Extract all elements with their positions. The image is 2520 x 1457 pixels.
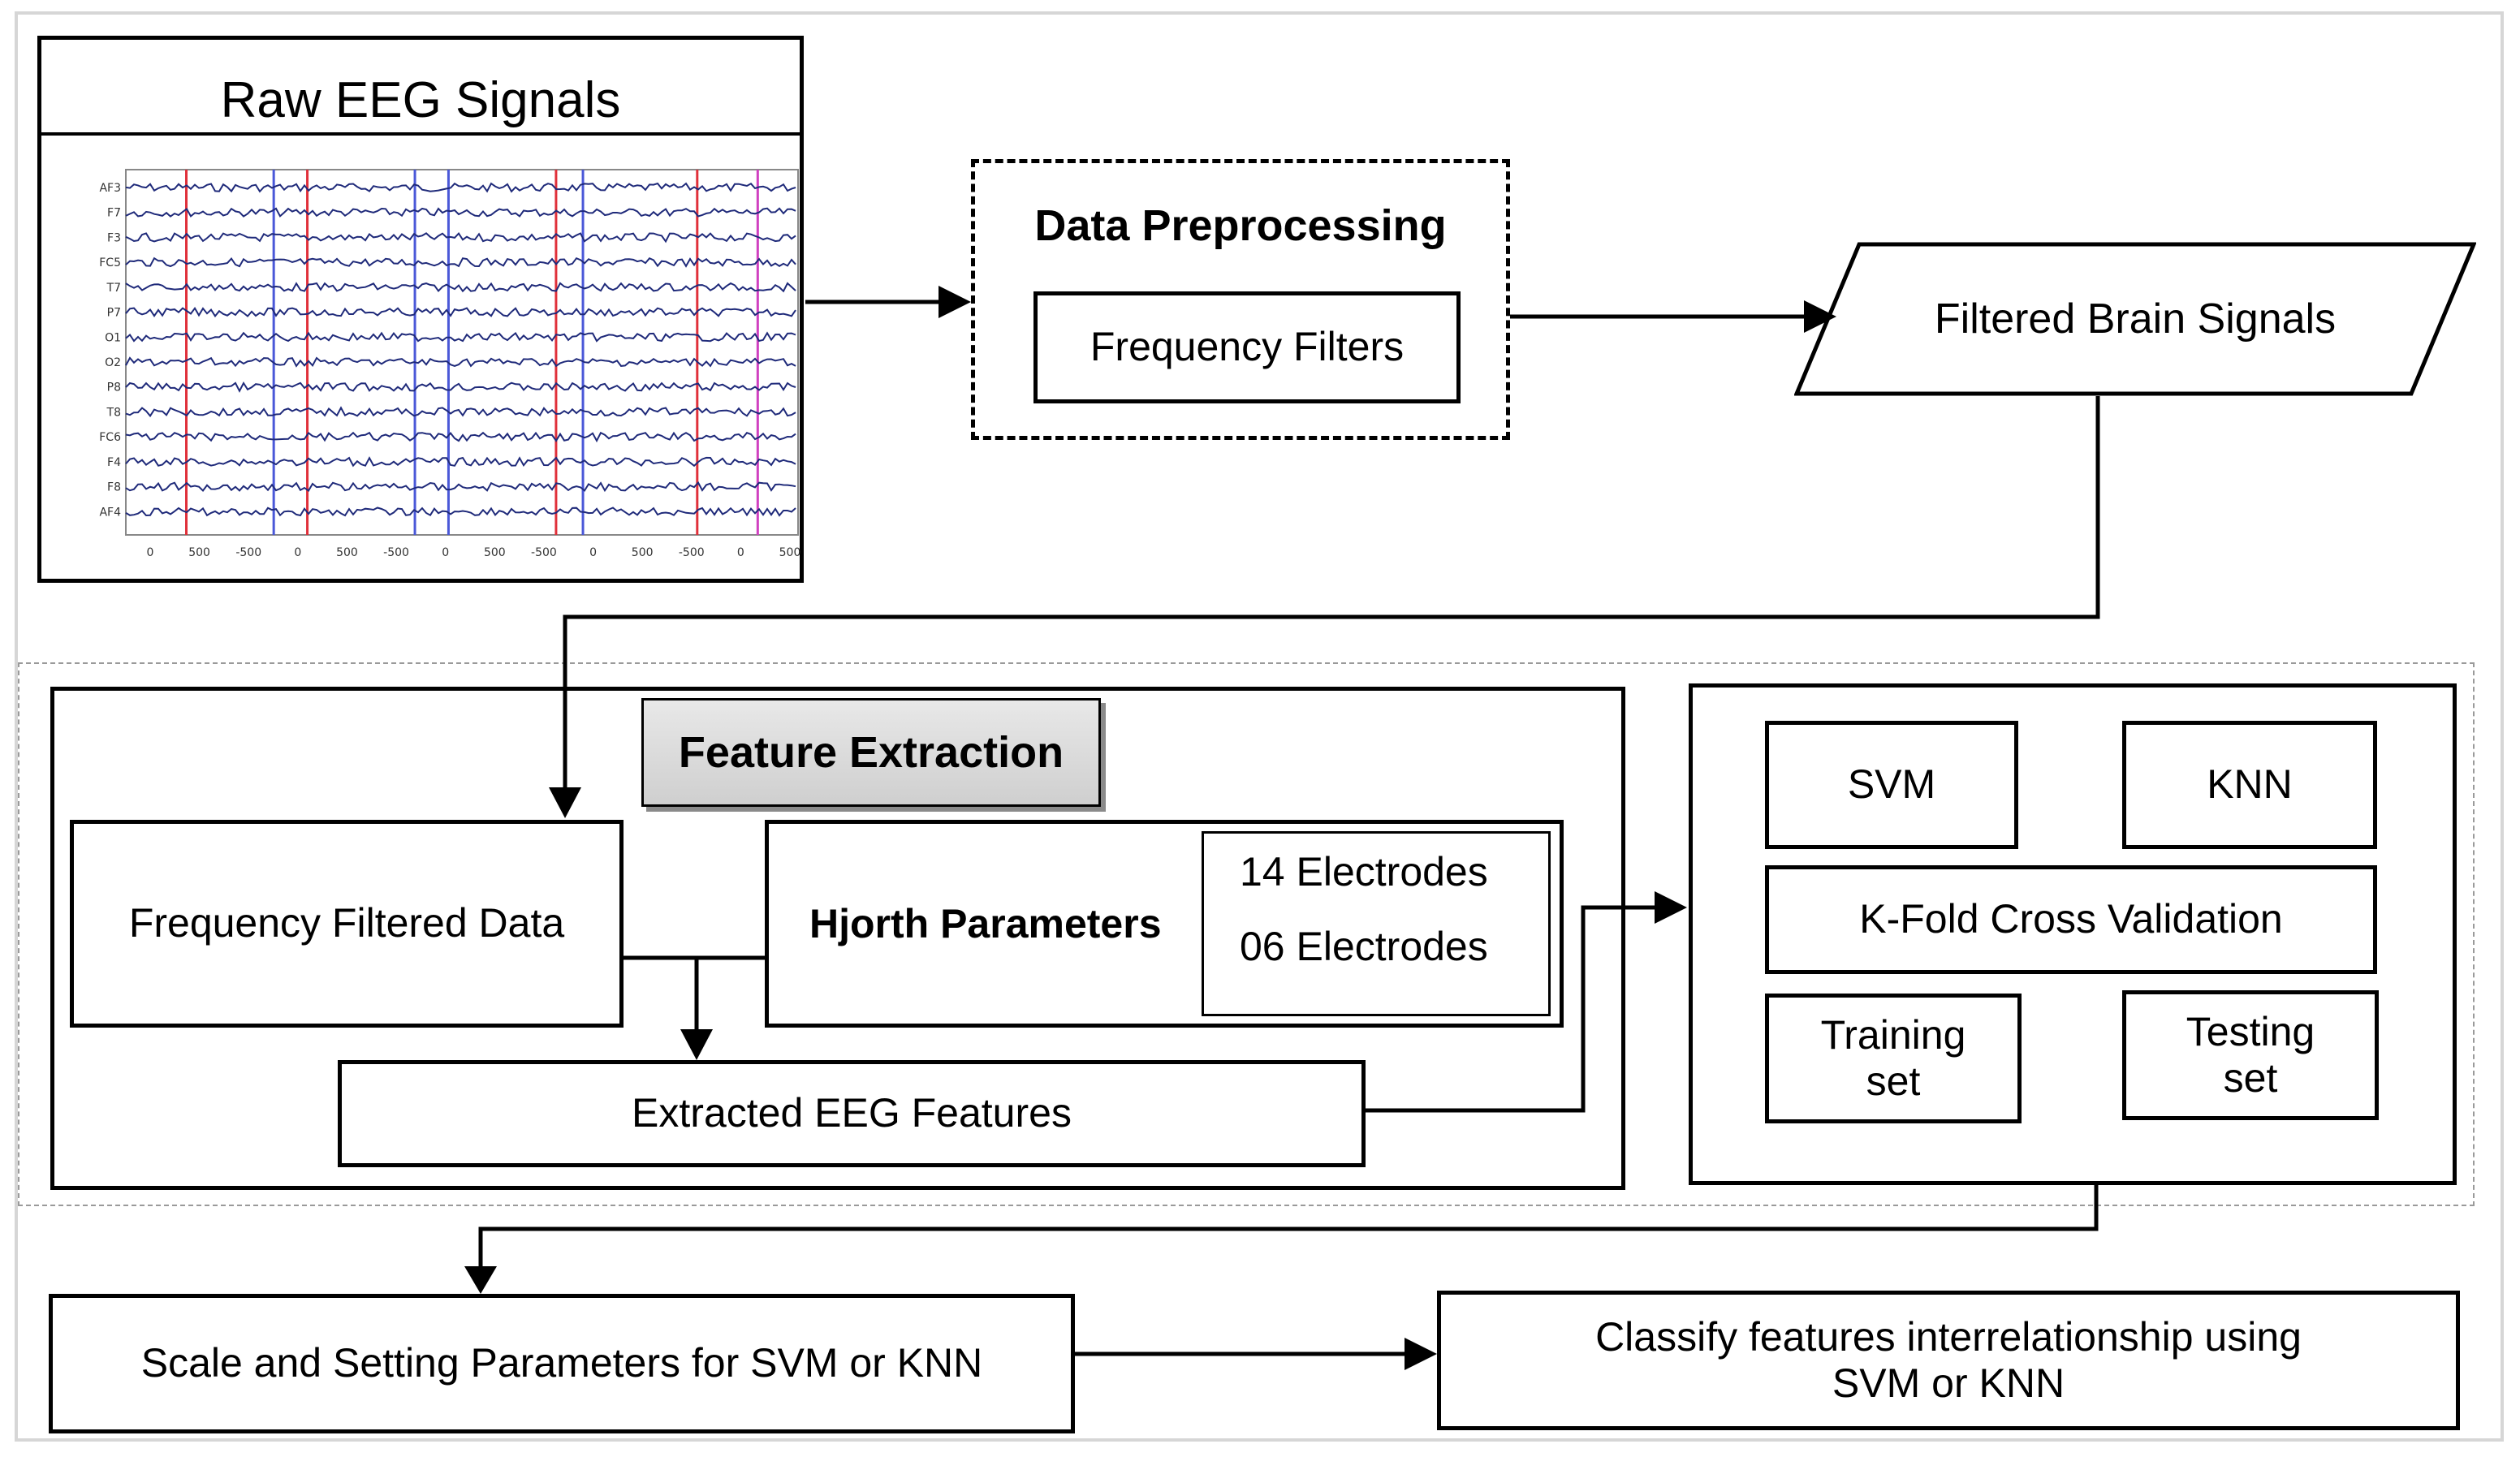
eeg-x-tick: 0 — [737, 546, 744, 559]
eeg-trace — [125, 431, 796, 443]
connector-extracted-to-classifier — [1366, 905, 1658, 1113]
eeg-channel-label: P8 — [107, 381, 121, 394]
eeg-trace — [125, 456, 796, 468]
eeg-trace — [125, 182, 796, 193]
arrowhead-scale — [464, 1266, 497, 1294]
classify-features-box: Classify features interrelationship usin… — [1437, 1291, 2460, 1430]
eeg-x-tick: 500 — [779, 546, 801, 559]
eeg-trace — [125, 231, 796, 244]
arrowhead-classifier — [1655, 891, 1687, 924]
eeg-plot-area — [125, 169, 799, 536]
knn-box: KNN — [2122, 721, 2377, 849]
eeg-x-tick: 0 — [442, 546, 449, 559]
training-set-box: Training set — [1765, 994, 2022, 1123]
arrowhead-frequency-filtered-data — [549, 787, 581, 818]
frequency-filtered-data-box: Frequency Filtered Data — [70, 820, 624, 1028]
eeg-trace — [125, 381, 796, 393]
eeg-x-tick: -500 — [679, 546, 705, 559]
eeg-x-tick: 500 — [484, 546, 506, 559]
training-set-label-2: set — [1866, 1058, 1921, 1104]
filtered-signals-shape — [1794, 242, 2476, 396]
scale-parameters-label: Scale and Setting Parameters for SVM or … — [140, 1340, 983, 1386]
eeg-channel-label: T8 — [106, 406, 121, 419]
eeg-channel-label: T7 — [106, 282, 121, 295]
eeg-channel-label: AF4 — [99, 506, 121, 519]
eeg-x-tick: 0 — [589, 546, 597, 559]
eeg-channel-label: FC6 — [99, 431, 121, 444]
eeg-trace — [125, 406, 796, 418]
eeg-channel-label: F3 — [107, 231, 121, 244]
arrowhead-preprocessing — [939, 286, 971, 318]
eeg-x-tick: 500 — [632, 546, 654, 559]
eeg-trace — [125, 481, 796, 493]
eeg-trace — [125, 207, 796, 218]
eeg-trace — [125, 507, 796, 517]
eeg-x-tick: -500 — [383, 546, 409, 559]
eeg-trace — [125, 356, 796, 368]
frequency-filters-box: Frequency Filters — [1033, 291, 1461, 403]
arrowhead-filtered — [1804, 300, 1836, 333]
testing-set-box: Testing set — [2122, 990, 2379, 1120]
eeg-channel-label: F8 — [107, 481, 121, 494]
eeg-channel-label: P7 — [107, 307, 121, 320]
eeg-trace — [125, 306, 796, 318]
eeg-x-tick: 500 — [336, 546, 358, 559]
filtered-brain-signals-label: Filtered Brain Signals — [1934, 295, 2337, 343]
outer-frame — [15, 11, 2504, 1442]
data-preprocessing-title: Data Preprocessing — [1034, 201, 1447, 250]
classify-features-label-2: SVM or KNN — [1832, 1360, 2065, 1406]
hjorth-parameters-label: Hjorth Parameters — [809, 901, 1162, 946]
eeg-channel-label: O1 — [105, 331, 121, 344]
testing-set-label-2: set — [2223, 1055, 2278, 1101]
extracted-eeg-features-box: Extracted EEG Features — [338, 1060, 1366, 1167]
eeg-channel-label: F4 — [107, 456, 121, 469]
feature-extraction-header: Feature Extraction — [641, 698, 1101, 807]
eeg-channel-label: O2 — [105, 356, 121, 369]
svm-label: SVM — [1847, 761, 1936, 808]
electrodes-box: 14 Electrodes 06 Electrodes — [1202, 831, 1551, 1016]
eeg-x-tick: 0 — [147, 546, 154, 559]
arrowhead-classify — [1405, 1338, 1437, 1370]
electrodes-14-label: 14 Electrodes — [1240, 849, 1488, 894]
arrowhead-extracted — [680, 1029, 713, 1060]
eeg-trace — [125, 331, 796, 343]
knn-label: KNN — [2207, 761, 2293, 808]
svm-box: SVM — [1765, 721, 2018, 849]
eeg-channel-label: F7 — [107, 207, 121, 220]
extracted-eeg-features-label: Extracted EEG Features — [632, 1090, 1072, 1136]
classify-features-label-1: Classify features interrelationship usin… — [1595, 1313, 2302, 1360]
connector-filtered-to-features — [563, 396, 2100, 791]
frequency-filtered-data-label: Frequency Filtered Data — [128, 900, 565, 946]
connector-classifier-to-scale — [478, 1185, 2099, 1271]
eeg-trace — [125, 256, 796, 268]
eeg-x-tick: -500 — [235, 546, 261, 559]
eeg-channel-label: AF3 — [99, 182, 121, 195]
data-preprocessing-box: Data Preprocessing Frequency Filters — [971, 159, 1510, 440]
eeg-x-tick: 0 — [294, 546, 301, 559]
raw-eeg-title: Raw EEG Signals — [41, 40, 800, 136]
electrodes-06-label: 06 Electrodes — [1240, 924, 1488, 969]
k-fold-label: K-Fold Cross Validation — [1859, 896, 2283, 942]
scale-parameters-box: Scale and Setting Parameters for SVM or … — [49, 1294, 1075, 1433]
frequency-filters-label: Frequency Filters — [1090, 324, 1405, 370]
eeg-x-tick: 500 — [188, 546, 210, 559]
testing-set-label-1: Testing — [2186, 1008, 2315, 1054]
training-set-label-1: Training — [1820, 1011, 1966, 1058]
eeg-channel-label: FC5 — [99, 256, 121, 269]
eeg-trace — [125, 282, 796, 293]
classification-region — [18, 662, 2475, 1206]
k-fold-box: K-Fold Cross Validation — [1765, 865, 2377, 974]
eeg-x-tick: -500 — [531, 546, 557, 559]
